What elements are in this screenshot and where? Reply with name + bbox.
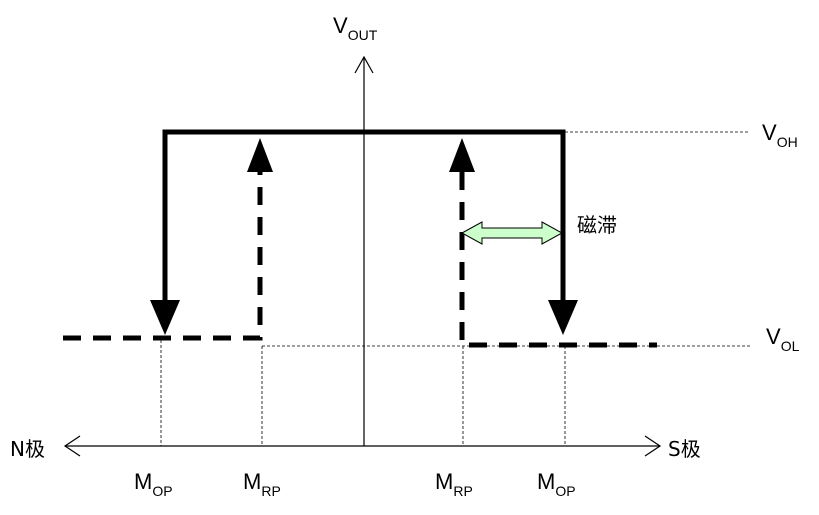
hysteresis-double-arrow bbox=[460, 221, 564, 245]
vertical-axis bbox=[354, 55, 374, 446]
mrp-right-label: MRP bbox=[435, 469, 473, 499]
s-pole-label: S极 bbox=[668, 437, 701, 461]
up-arrow-right bbox=[449, 138, 475, 172]
mrp-left-label: MRP bbox=[243, 469, 281, 499]
mop-right-label: MOP bbox=[537, 469, 576, 499]
solid-transfer-curve bbox=[150, 129, 578, 335]
voh-label: VOH bbox=[762, 120, 798, 150]
mop-left-label: MOP bbox=[134, 469, 173, 499]
n-pole-label: N极 bbox=[10, 437, 45, 461]
horizontal-axis bbox=[63, 435, 662, 457]
dashed-transfer-curve bbox=[63, 172, 657, 348]
up-arrow-left bbox=[247, 138, 273, 172]
vol-label: VOL bbox=[766, 324, 800, 354]
vout-label: VOUT bbox=[333, 13, 378, 43]
down-arrow-right bbox=[548, 300, 578, 335]
guide-lines bbox=[160, 131, 750, 446]
down-arrow-left bbox=[150, 300, 180, 335]
hysteresis-label: 磁滞 bbox=[577, 213, 617, 237]
